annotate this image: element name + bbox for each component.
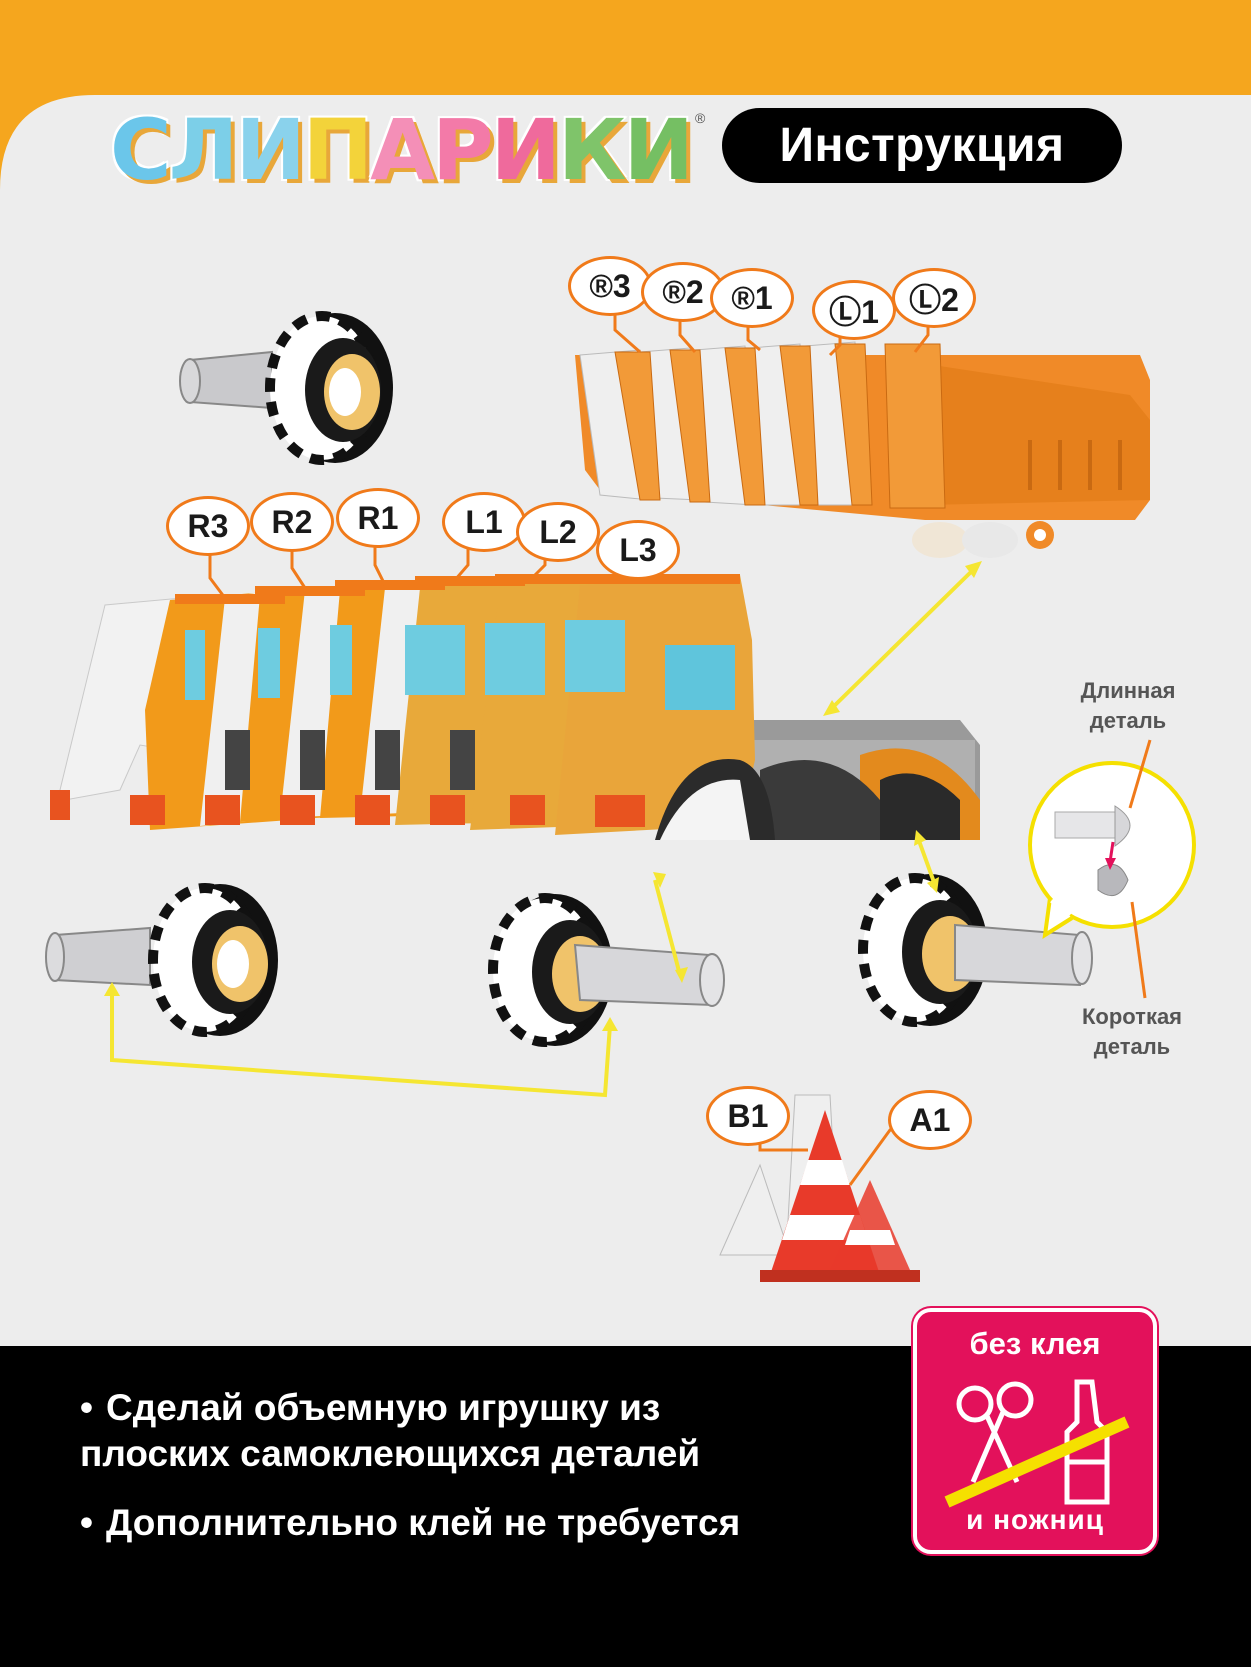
brand-logo: С Л И П А Р И К И ® (109, 96, 706, 204)
dump-body-illustration (575, 341, 1150, 558)
part-label-cab-r1: R1 (336, 488, 420, 548)
wheel-bottom-right (858, 873, 1093, 1027)
part-label-cab-r2: R2 (250, 492, 334, 552)
bullet-item: •Сделай объемную игрушку из плоских само… (80, 1387, 701, 1474)
part-label-cab-l3: L3 (596, 520, 680, 580)
part-label-cab-l2: L2 (516, 502, 600, 562)
no-glue-no-scissors-badge: без клея и ножниц (913, 1308, 1157, 1554)
assembly-arrows (110, 566, 977, 1098)
callout-long-part: Длинная деталь (1080, 678, 1176, 733)
truck-cab-illustration (50, 574, 980, 840)
wheel-bottom-left (45, 883, 278, 1037)
brand-letter: И (234, 100, 307, 201)
page-title: Инструкция (722, 108, 1122, 183)
part-callout-bubble (1028, 739, 1196, 999)
brand-letter: И (489, 100, 562, 201)
part-label-cone-a1: A1 (888, 1090, 972, 1150)
brand-letter: Р (431, 100, 496, 201)
part-label-body-r1: ®1 (710, 268, 794, 328)
part-label-body-l1: Ⓛ1 (812, 280, 896, 340)
cones-illustration (719, 1094, 920, 1282)
part-label-cab-r3: R3 (166, 496, 250, 556)
brand-letter: П (301, 100, 374, 201)
part-label-cab-l1: L1 (442, 492, 526, 552)
badge-line-2: и ножниц (966, 1504, 1104, 1535)
callout-short-part: Короткая деталь (1081, 1004, 1183, 1059)
brand-letter: Л (167, 100, 240, 201)
bullet-item: •Дополнительно клей не требуется (80, 1502, 741, 1543)
bullet-text: Дополнительно клей не требуется (106, 1502, 741, 1543)
part-label-body-r3: ®3 (568, 256, 652, 316)
brand-letter: А (369, 100, 437, 201)
wheel-bottom-middle (488, 893, 725, 1047)
bullet-text: Сделай объемную игрушку из плоских самок… (80, 1387, 701, 1474)
wheel-top-left (179, 311, 393, 465)
badge-line-1: без клея (969, 1326, 1101, 1361)
brand-letter: К (556, 100, 628, 201)
part-label-cone-b1: B1 (706, 1086, 790, 1146)
part-label-body-l2: Ⓛ2 (892, 268, 976, 328)
brand-letter: И (622, 100, 695, 201)
brand-letter: С (109, 100, 174, 201)
scissors-glue-icon (944, 1379, 1130, 1508)
registered-mark: ® (694, 110, 706, 126)
